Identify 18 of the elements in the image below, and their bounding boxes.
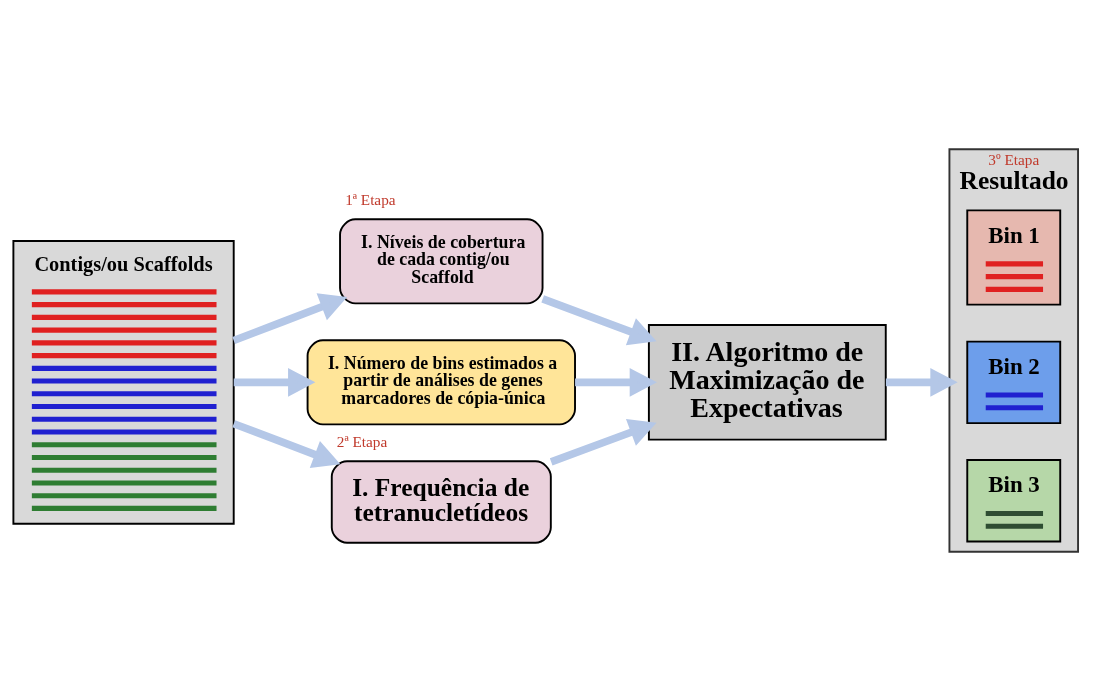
node-box: Bin 1 <box>966 208 1062 306</box>
node-label: 2ª Etapa <box>336 432 388 450</box>
node-label: 1ª Etapa <box>345 190 396 208</box>
arrow <box>541 294 657 345</box>
arrow <box>885 367 958 397</box>
arrow <box>232 292 348 344</box>
node-box: I. Níveis de cobertura de cada contig/ou Scaffold <box>339 217 544 304</box>
node-box: Bin 3 <box>966 458 1062 542</box>
arrow <box>232 419 341 468</box>
node-box: II. Algoritmo de Maximização de Expectativas <box>647 323 887 441</box>
node-box: I. Número de bins estimados a partir de análises de genes marcadores de cópia-única <box>306 338 576 425</box>
arrow <box>233 367 316 397</box>
arrow <box>575 367 657 397</box>
node-box: I. Frequência de tetranucletídeos <box>330 459 552 544</box>
node-box: Bin 2 <box>966 340 1062 424</box>
node-box: Contigs/ou Scaffolds <box>12 239 235 525</box>
node-label: 3º Etapa <box>988 150 1040 168</box>
arrow <box>549 418 657 465</box>
